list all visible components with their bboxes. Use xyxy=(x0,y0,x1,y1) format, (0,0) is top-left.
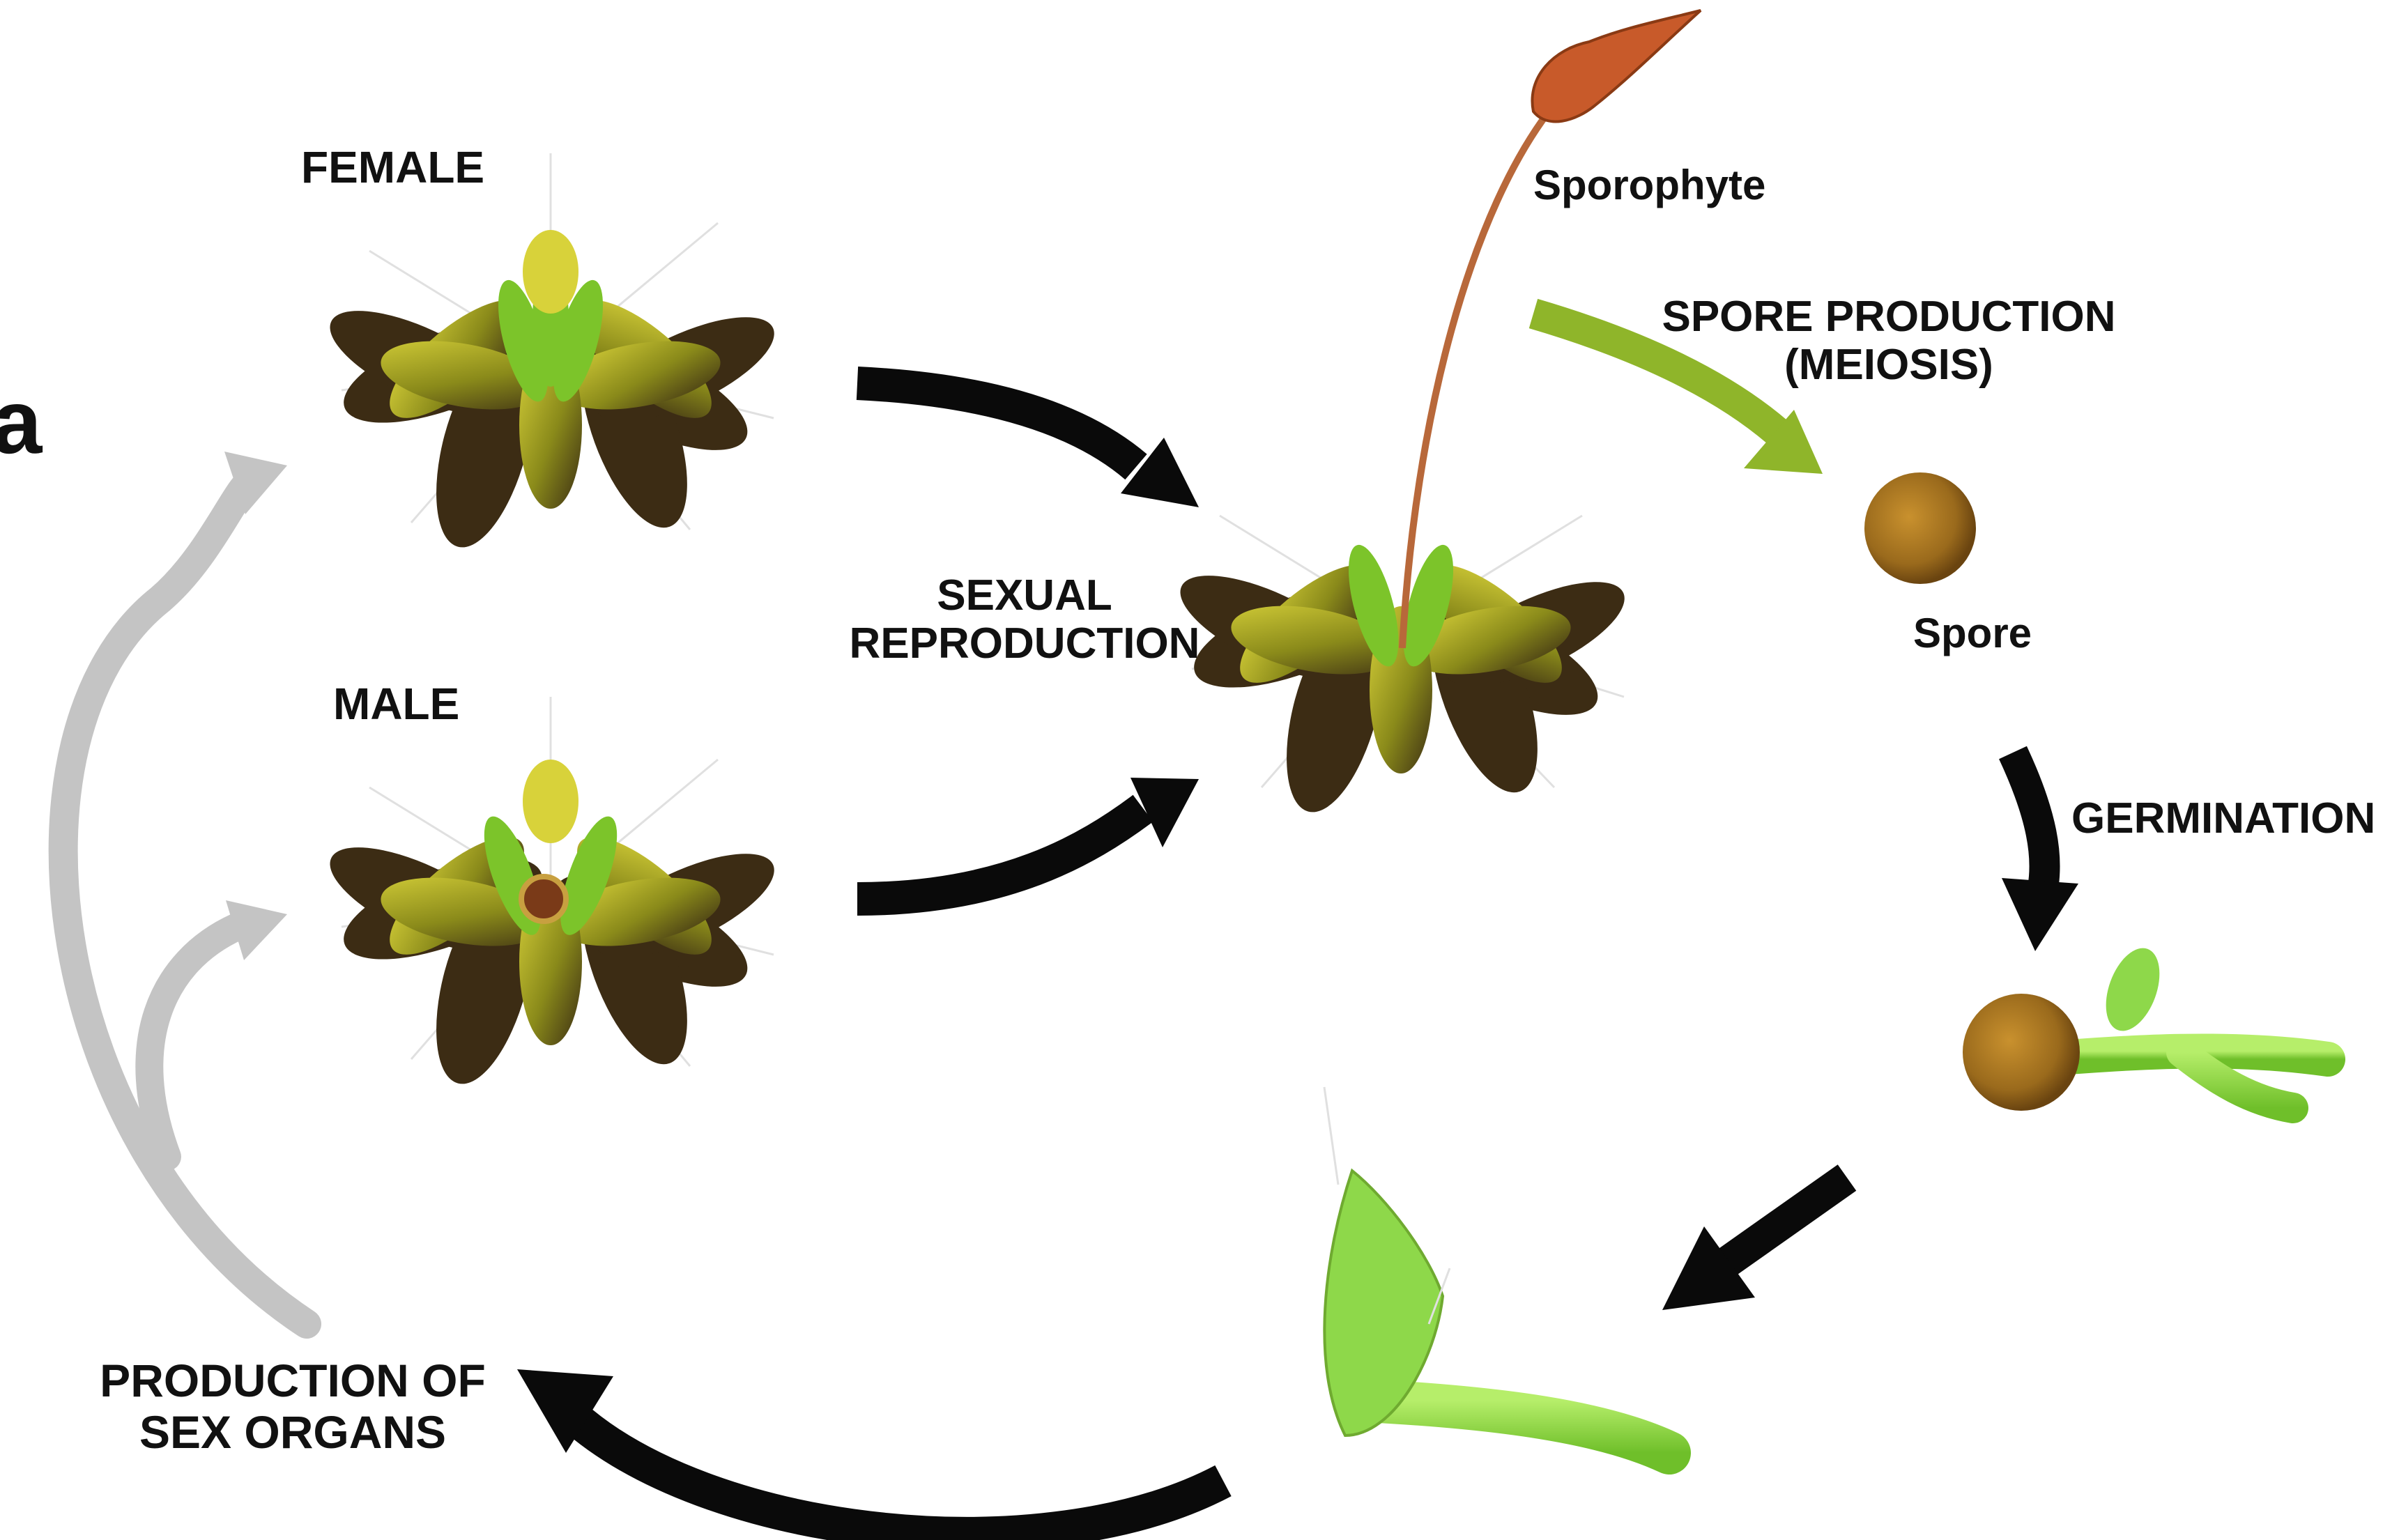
arrow-protonema-to-gametophore xyxy=(1662,1178,1847,1310)
label-female: FEMALE xyxy=(301,143,484,193)
spore-illustration xyxy=(1864,472,1976,584)
sporophyte-illustration xyxy=(1167,10,1701,822)
return-arrow-outer xyxy=(63,452,307,1324)
edge-fragment-glyph: a xyxy=(0,371,43,472)
label-germination: GERMINATION xyxy=(2071,794,2375,842)
label-spore-production-line2: (MEIOSIS) xyxy=(1631,341,2147,389)
arrow-to-sex-organs xyxy=(517,1369,1223,1534)
sporophyte-capsule xyxy=(1532,10,1701,121)
label-production-of-sex-organs: PRODUCTION OF SEX ORGANS xyxy=(77,1355,509,1458)
label-sexual-reproduction: SEXUAL REPRODUCTION xyxy=(822,571,1227,668)
label-spore-production-line1: SPORE PRODUCTION xyxy=(1631,293,2147,341)
female-gametophyte-illustration xyxy=(316,153,788,557)
arrow-female-to-sporophyte xyxy=(857,383,1199,507)
antheridium-head xyxy=(521,877,566,921)
label-spore-production: SPORE PRODUCTION (MEIOSIS) xyxy=(1631,293,2147,390)
arrow-male-to-sporophyte xyxy=(857,778,1199,899)
protonema-illustration xyxy=(1963,941,2328,1111)
arrow-germination xyxy=(2002,753,2078,951)
label-production-line1: PRODUCTION OF xyxy=(77,1355,509,1407)
male-gametophyte-illustration xyxy=(316,697,788,1094)
label-spore: Spore xyxy=(1913,610,2032,656)
label-sexual-reproduction-line2: REPRODUCTION xyxy=(822,619,1227,668)
label-sporophyte: Sporophyte xyxy=(1533,162,1765,208)
label-production-line2: SEX ORGANS xyxy=(77,1407,509,1458)
young-gametophore-illustration xyxy=(1324,1087,1669,1453)
label-male: MALE xyxy=(333,679,459,730)
label-sexual-reproduction-line1: SEXUAL xyxy=(822,571,1227,619)
return-arrow-inner xyxy=(149,900,287,1157)
